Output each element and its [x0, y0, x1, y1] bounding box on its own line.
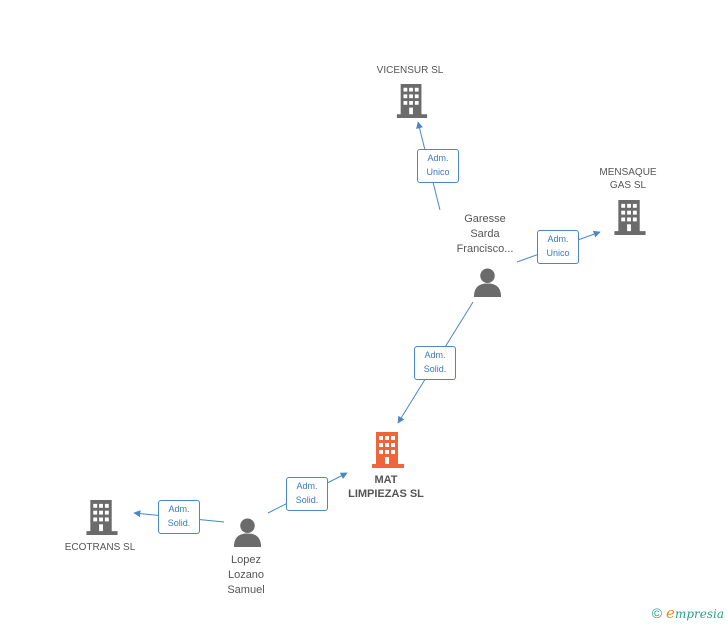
edge-label-garesse-mat: Adm. Solid.	[414, 346, 456, 380]
edge-label-garesse-vicensur: Adm. Unico	[417, 149, 459, 183]
node-label-ecotrans[interactable]: ECOTRANS SL	[64, 542, 136, 553]
mensaque-building-icon[interactable]	[614, 200, 646, 235]
edge-label-lopez-ecotrans: Adm. Solid.	[158, 500, 200, 534]
node-label-mat[interactable]: MAT LIMPIEZAS SL	[348, 474, 424, 500]
copyright-icon: ©	[651, 605, 663, 621]
lopez-person-icon[interactable]	[233, 518, 262, 547]
mat-building-icon[interactable]	[372, 432, 404, 468]
brand-logo-text: empresia	[666, 604, 724, 622]
edge-label-garesse-mensaque: Adm. Unico	[537, 230, 579, 264]
ecotrans-building-icon[interactable]	[86, 500, 118, 535]
node-label-lopez[interactable]: Lopez Lozano Samuel	[227, 554, 265, 596]
node-label-mensaque[interactable]: MENSAQUE GAS SL	[599, 167, 657, 191]
vicensur-building-icon[interactable]	[396, 84, 428, 118]
garesse-person-icon[interactable]	[473, 268, 502, 297]
empresia-brand: © empresia	[652, 604, 724, 622]
edge-label-lopez-mat: Adm. Solid.	[286, 477, 328, 511]
node-label-garesse[interactable]: Garesse Sarda Francisco...	[456, 213, 514, 255]
node-label-vicensur[interactable]: VICENSUR SL	[376, 65, 444, 76]
